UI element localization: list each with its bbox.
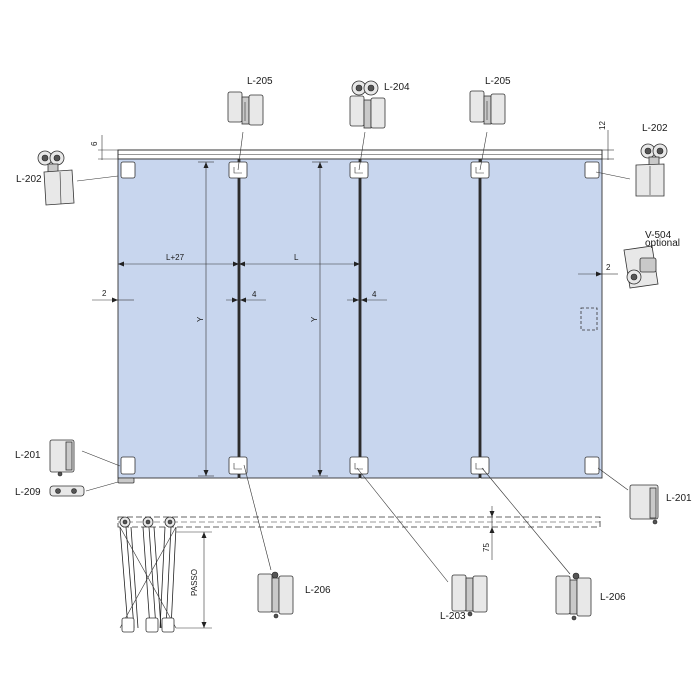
dim-panel-gap-1: 4	[226, 290, 266, 303]
glass-panel-3	[360, 158, 480, 479]
dim-offset-75-label: 75	[482, 543, 491, 552]
label-l203: L-203	[440, 611, 466, 622]
dim-gap-right: 2	[578, 263, 618, 277]
stopper-l209-icon	[49, 485, 85, 497]
hinge-l203-icon	[451, 574, 488, 617]
dim-gap-right-label: 2	[606, 263, 611, 272]
label-l202-left: L-202	[16, 174, 42, 185]
label-l202-right: L-202	[642, 123, 668, 134]
dim-passo-label: PASSO	[190, 569, 199, 596]
label-v504: V-504	[645, 230, 672, 241]
label-l201-left: L-201	[15, 450, 41, 461]
dim-panel-gap-1-label: 4	[252, 290, 257, 299]
leader-lines	[76, 131, 631, 583]
label-l209: L-209	[15, 487, 41, 498]
label-l206-left: L-206	[305, 585, 331, 596]
dim-top-gap-label: 6	[90, 141, 99, 146]
clamp-bottom-3	[349, 456, 369, 475]
dim-offset-75: 75	[482, 506, 495, 560]
roller-l202-right-icon	[635, 143, 668, 197]
hinge-l201-left-icon	[49, 439, 75, 477]
clamp-bottom-5	[584, 456, 600, 475]
roller-l204-icon	[349, 80, 386, 129]
hinge-l205-right-icon	[469, 90, 506, 125]
hinge-l205-left-icon	[227, 91, 264, 126]
label-optional: optional	[645, 238, 680, 249]
dim-height-1: Y	[196, 161, 214, 477]
dim-top-right-label: 12	[598, 121, 607, 130]
label-l205-left: L-205	[247, 76, 273, 87]
dim-gap-left-label: 2	[102, 289, 107, 298]
clamp-top-5	[584, 161, 600, 179]
dim-widths: L+27 L	[118, 253, 360, 267]
label-l206-right: L-206	[600, 592, 626, 603]
clamp-top-1	[120, 161, 136, 179]
lock-v504-icon	[623, 245, 659, 289]
hinge-l201-right-icon	[629, 484, 659, 525]
label-l201-right: L-201	[666, 493, 692, 504]
dim-gap-left: 2	[92, 289, 134, 303]
label-l205-right: L-205	[485, 76, 511, 87]
dim-height-1-label: Y	[196, 316, 205, 322]
roller-l202-left-icon	[37, 150, 75, 206]
hinge-l206-right-icon	[555, 572, 592, 621]
clamp-bottom-4	[470, 456, 490, 475]
dim-height-2-label: Y	[310, 316, 319, 322]
dim-width-second-label: L	[294, 253, 299, 262]
dim-panel-gap-2: 4	[347, 290, 387, 303]
clamp-bottom-2	[228, 456, 248, 475]
glass-panel-1	[117, 158, 239, 479]
floor-stopper	[117, 477, 135, 484]
dim-top-gap: 6	[90, 135, 118, 160]
glass-panel-2	[239, 158, 360, 479]
clamp-bottom-1	[120, 456, 136, 475]
glass-panel-4	[480, 158, 603, 479]
dim-height-2: Y	[310, 161, 328, 477]
label-l204: L-204	[384, 82, 410, 93]
folded-panels-stack: PASSO	[119, 516, 212, 633]
dim-width-first-label: L+27	[166, 253, 185, 262]
dim-panel-gap-2-label: 4	[372, 290, 377, 299]
lock-outline	[580, 307, 598, 331]
dim-top-right: 12	[598, 121, 614, 160]
hinge-l206-left-icon	[257, 571, 294, 619]
